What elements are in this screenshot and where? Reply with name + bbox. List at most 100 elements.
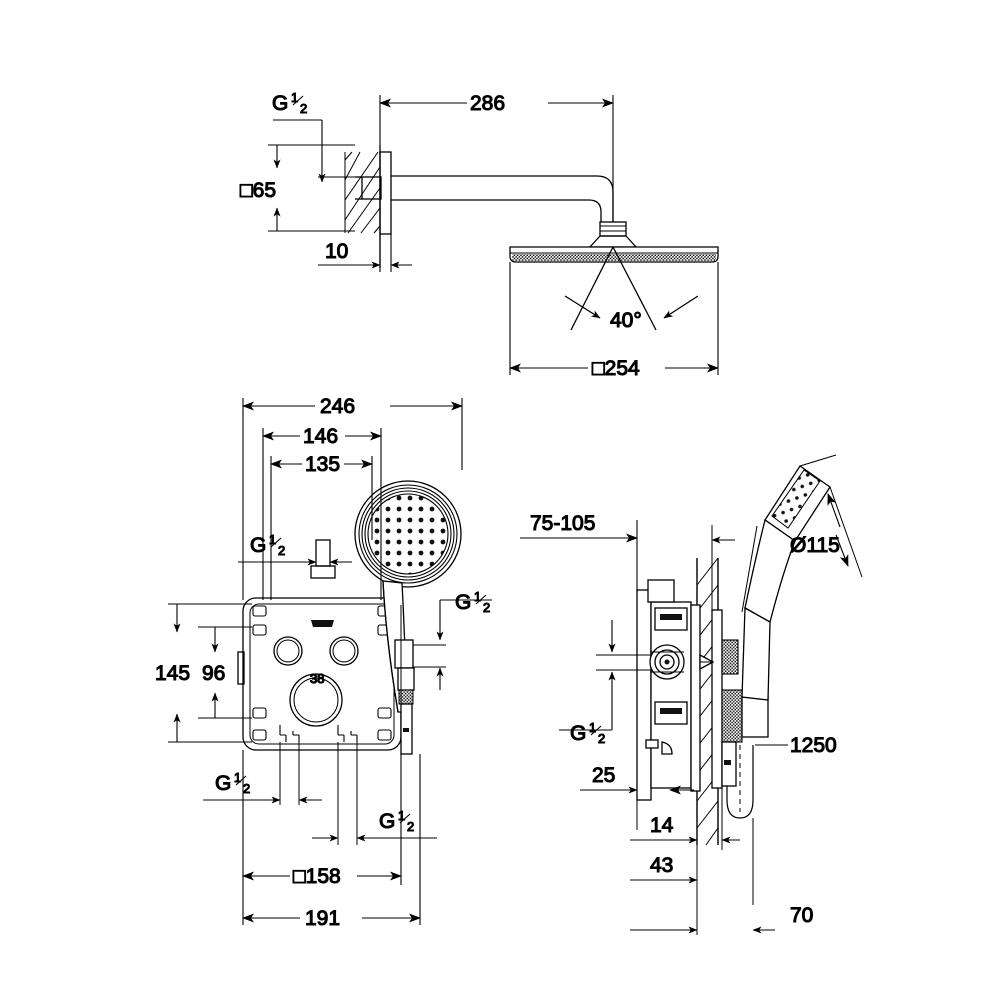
thread-bl-den: 2 — [243, 781, 250, 796]
dim-191-label: 191 — [305, 907, 340, 930]
valve-inlet-upper-mark — [660, 614, 682, 620]
shower-hose-loop — [726, 742, 754, 819]
spray-line-right — [612, 246, 657, 331]
hand-shower-spray-face-tilted — [771, 469, 821, 529]
view-top-head-shower — [344, 145, 719, 331]
valve-spindle-center — [664, 659, 670, 665]
thread-mid-right-g: G — [455, 591, 471, 614]
dim-145-label: 145 — [155, 662, 190, 685]
thread-label-top-num: 1 — [291, 90, 298, 105]
note-1250-label: 1250 — [790, 734, 837, 757]
bottom-outlet-marks — [279, 725, 358, 742]
dimensions-top-view: 286 G 1 2 □65 10 40° □254 — [239, 89, 719, 381]
view-middle-valve-front: 38 — [237, 480, 462, 755]
thread-br-g: G — [379, 810, 395, 833]
thread-mid-right-num: 1 — [474, 589, 481, 604]
thread-label-top-slash — [292, 95, 304, 106]
control-ring-left-inner — [276, 639, 300, 663]
dim-146-label: 146 — [303, 425, 338, 448]
hand-shower-grip-lower — [741, 606, 771, 701]
dim-14-label: 14 — [650, 814, 674, 837]
thread-br-slash — [399, 813, 411, 824]
top-inlet-pipe — [315, 539, 331, 567]
dim-286-label: 286 — [470, 92, 505, 115]
dim-d115-arrow-b — [835, 534, 849, 567]
thread-mid-right-den: 2 — [483, 600, 490, 615]
dim-246-label: 246 — [320, 395, 355, 418]
control-ring-right-outer — [329, 636, 359, 666]
hand-shower-head-ring2 — [358, 484, 458, 584]
valve-spindle-inner — [659, 654, 675, 670]
thread-side-den: 2 — [598, 731, 605, 746]
hand-shower-head-ring3 — [361, 487, 455, 581]
thread-side-slash — [590, 725, 602, 736]
control-ring-left-outer — [273, 636, 303, 666]
thread-bl-num: 1 — [234, 770, 241, 785]
thread-side-num: 1 — [589, 720, 596, 735]
escutcheon-plate-outer — [711, 609, 723, 789]
escutcheon-plate-inner — [690, 604, 701, 792]
thread-br-num: 1 — [398, 808, 405, 823]
hand-shower-right-view — [741, 465, 831, 701]
dim-96-label: 96 — [202, 662, 225, 685]
thread-mid-top-slash — [270, 537, 282, 548]
valve-drain-lug — [661, 741, 673, 755]
dim-d115-label: Ø115 — [790, 534, 840, 557]
dimensions-right-view: 75-105 G 1 2 Ø115 1250 25 14 — [520, 454, 863, 935]
thermostat-knob-mid — [293, 677, 339, 723]
valve-box-side-tab — [237, 651, 245, 685]
dim-10-label: 10 — [325, 240, 348, 263]
thermostat-scale-arc — [291, 673, 341, 691]
angle-40-label: 40° — [610, 309, 642, 332]
handle-edge-left — [382, 580, 399, 713]
valve-spindle-mid — [654, 649, 680, 675]
dim-70-label: 70 — [790, 904, 813, 927]
valve-body-top-box — [647, 579, 675, 603]
upper-outlet-knurl — [721, 639, 739, 675]
inlet-nipple — [361, 176, 382, 200]
thread-side-g: G — [570, 722, 586, 745]
dim-158-label: □158 — [293, 865, 341, 888]
dimensions-middle-view: 246 146 135 G 1 2 145 96 — [154, 394, 492, 931]
dim-25-label: 25 — [592, 764, 615, 787]
hose-sleeve-mark — [724, 760, 731, 765]
valve-body-back-plate — [636, 589, 652, 801]
ext-d115-a — [799, 454, 837, 467]
dim-43-label: 43 — [650, 854, 673, 877]
handle-crease-line — [741, 525, 758, 613]
hose-connector-body — [741, 696, 769, 738]
hand-shower-spray-face — [367, 493, 449, 575]
hand-shower-head-ring4 — [364, 490, 452, 578]
lower-outlet-knurl — [721, 689, 743, 743]
hand-shower-holder — [394, 639, 414, 669]
valve-spindle-keys — [650, 651, 684, 673]
valve-inlet-lower-mark — [660, 708, 682, 714]
control-ring-right-inner — [332, 639, 356, 663]
thread-mid-top-num: 1 — [269, 532, 276, 547]
thread-label-top-g: G — [272, 92, 288, 115]
thread-br-den: 2 — [407, 819, 414, 834]
dim-135-label: 135 — [305, 453, 340, 476]
dim-65-label: □65 — [240, 179, 276, 202]
view-right-side-section — [636, 465, 831, 846]
thread-bl-slash — [235, 775, 247, 786]
holder-stem — [397, 667, 415, 691]
thread-mid-top-g: G — [250, 534, 266, 557]
dim-254-label: □254 — [592, 357, 640, 380]
shower-arm-inner — [391, 199, 602, 222]
angle-arrow-left — [564, 295, 601, 319]
head-shower-nozzles — [512, 254, 716, 261]
hose-marking — [403, 728, 409, 732]
dim-75105-label: 75-105 — [530, 512, 595, 535]
thread-mid-top-den: 2 — [278, 543, 285, 558]
angle-arrow-right — [663, 295, 699, 319]
wall-flange-plate — [379, 151, 392, 235]
spray-line-left — [570, 246, 614, 331]
dim-d115-arrow-a — [827, 493, 841, 528]
thread-label-top-den: 2 — [300, 101, 307, 116]
brand-logo-plate — [311, 620, 334, 627]
thermostat-scale-mark: 38 — [310, 671, 324, 686]
